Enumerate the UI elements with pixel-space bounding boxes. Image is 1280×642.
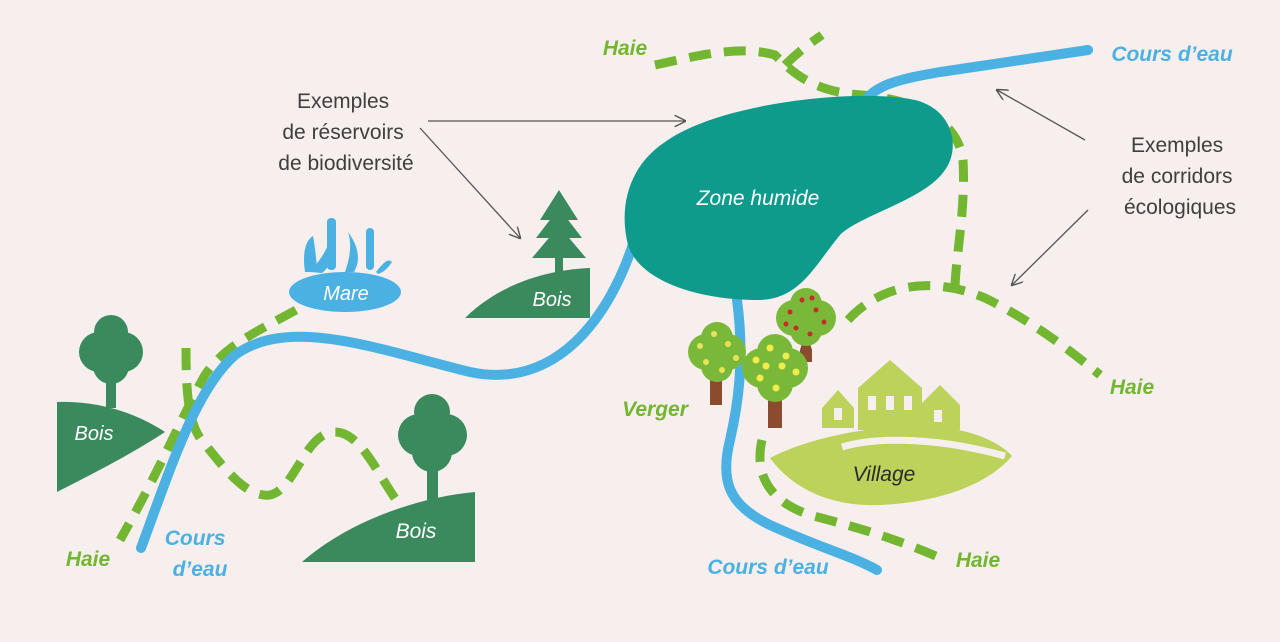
river-top: [853, 45, 1093, 117]
arrow-reservoir-wood: [419, 127, 520, 238]
label-cours-eau-left: Cours d’eau: [165, 527, 232, 581]
hedge-left: [116, 306, 299, 543]
annotation-corridors-line: écologiques: [1124, 196, 1236, 219]
orchard-tree-icon: [742, 334, 808, 428]
map-labels: Cours d’eau Cours d’eau Cours d’eau Haie…: [66, 37, 1233, 581]
deciduous-tree-icon: [79, 315, 143, 408]
label-haie-top: Haie: [603, 37, 648, 60]
wood-small: [465, 190, 590, 318]
annotation-reservoirs-line: de réservoirs: [282, 121, 403, 144]
village: [770, 360, 1012, 506]
wood-left-hill: [57, 401, 165, 492]
wetland-zone: [624, 95, 953, 300]
hedge-right: [844, 281, 1103, 379]
annotation-arrows: [419, 90, 1089, 285]
hedge-top-branch: [781, 31, 825, 69]
label-village: Village: [853, 463, 916, 486]
label-zone-humide: Zone humide: [696, 187, 820, 210]
label-cours-eau-left-line: d’eau: [173, 558, 228, 581]
label-cours-eau-top: Cours d’eau: [1111, 43, 1233, 66]
deciduous-tree-icon: [398, 394, 467, 500]
rivers: [136, 45, 1093, 575]
label-haie-bottom-left: Haie: [66, 548, 111, 571]
wood-small-hill: [465, 268, 590, 318]
river-bottom: [721, 295, 882, 575]
reed-icon: [303, 218, 392, 274]
label-bois-left: Bois: [75, 423, 114, 445]
annotation-reservoirs-line: de biodiversité: [278, 152, 413, 175]
label-haie-bottom-right: Haie: [956, 549, 1001, 572]
house-icon: [822, 360, 960, 430]
wood-bottom: [302, 394, 475, 562]
arrow-corridor-river: [997, 90, 1086, 141]
wood-bottom-hill: [302, 492, 475, 562]
orchard-tree-icon: [776, 288, 836, 362]
river-left: [136, 230, 641, 553]
annotation-corridors: Exemples de corridors écologiques: [1122, 134, 1239, 219]
wood-left: [57, 315, 165, 492]
orchard: [688, 288, 836, 428]
label-cours-eau-left-line: Cours: [165, 527, 226, 550]
pond: [289, 218, 401, 312]
label-mare: Mare: [323, 283, 369, 305]
label-verger: Verger: [622, 398, 690, 421]
annotation-corridors-line: Exemples: [1131, 134, 1223, 157]
fir-tree-icon: [532, 190, 586, 274]
label-bois-bottom: Bois: [396, 520, 437, 543]
label-cours-eau-bottom: Cours d’eau: [707, 556, 829, 579]
label-haie-right: Haie: [1110, 376, 1155, 399]
annotation-reservoirs: Exemples de réservoirs de biodiversité: [278, 90, 413, 175]
orchard-tree-icon: [688, 322, 746, 405]
arrow-corridor-hedge: [1012, 209, 1089, 285]
annotation-corridors-line: de corridors: [1122, 165, 1233, 188]
pond-water: [289, 272, 401, 312]
annotation-reservoirs-line: Exemples: [297, 90, 389, 113]
village-road: [841, 436, 1006, 460]
label-bois-small: Bois: [533, 289, 572, 311]
house-windows: [834, 396, 942, 422]
hedge-top: [654, 46, 968, 291]
